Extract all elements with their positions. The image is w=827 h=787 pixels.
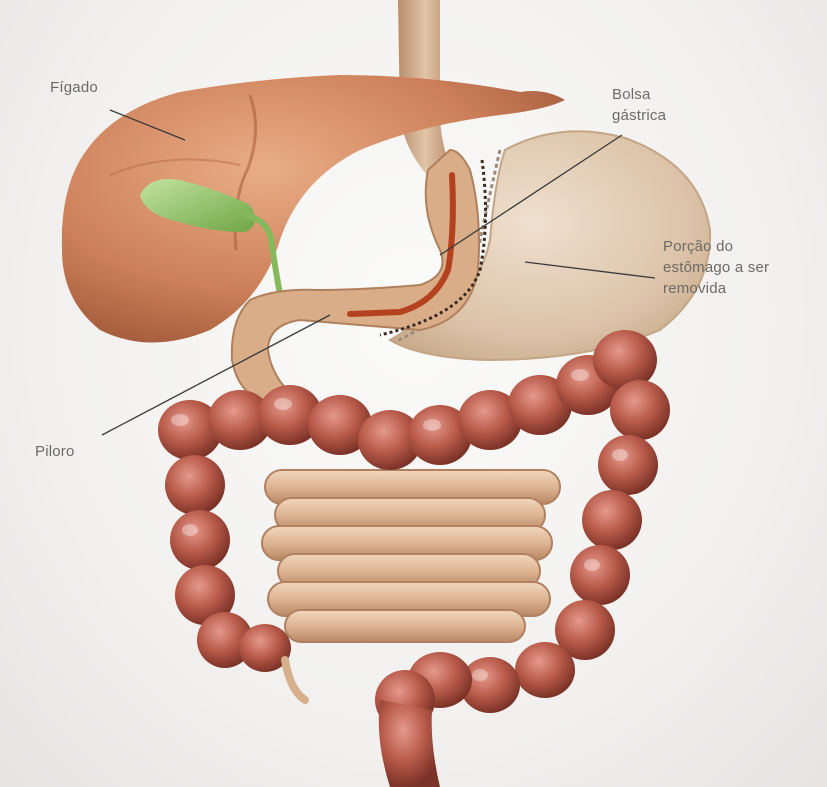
small-intestine (262, 470, 560, 642)
label-figado: Fígado (50, 77, 98, 98)
label-porcao-estomago: Porção do estômago a ser removida (663, 236, 769, 299)
label-piloro: Piloro (35, 441, 75, 462)
label-bolsa-gastrica: Bolsa gástrica (612, 84, 666, 126)
appendix (285, 660, 305, 700)
